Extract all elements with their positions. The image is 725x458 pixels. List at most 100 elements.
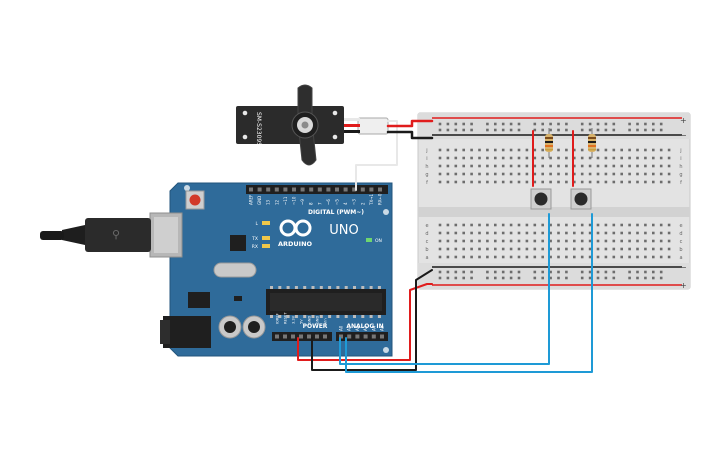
breadboard-rail-hole[interactable]: [596, 128, 600, 132]
breadboard-rail-hole[interactable]: [565, 128, 568, 132]
digital-pin-hole[interactable]: [378, 187, 382, 192]
breadboard-hole[interactable]: [565, 255, 568, 259]
breadboard-hole[interactable]: [438, 180, 442, 184]
breadboard-rail-hole[interactable]: [644, 270, 647, 274]
breadboard-hole[interactable]: [438, 247, 442, 251]
breadboard-rail-hole[interactable]: [549, 122, 552, 126]
breadboard-hole[interactable]: [454, 172, 458, 176]
breadboard-hole[interactable]: [667, 148, 671, 152]
breadboard-hole[interactable]: [557, 148, 560, 152]
breadboard-hole[interactable]: [541, 156, 544, 160]
breadboard-rail-hole[interactable]: [454, 270, 458, 274]
breadboard-hole[interactable]: [486, 148, 489, 152]
breadboard-hole[interactable]: [580, 172, 584, 176]
breadboard-hole[interactable]: [573, 231, 576, 235]
breadboard-hole[interactable]: [557, 255, 560, 259]
breadboard-rail-hole[interactable]: [438, 128, 442, 132]
breadboard-hole[interactable]: [470, 247, 473, 251]
breadboard-hole[interactable]: [533, 231, 537, 235]
breadboard-hole[interactable]: [565, 172, 568, 176]
breadboard-hole[interactable]: [533, 156, 537, 160]
breadboard-hole[interactable]: [438, 164, 442, 168]
breadboard-hole[interactable]: [517, 247, 521, 251]
breadboard-hole[interactable]: [501, 223, 505, 227]
breadboard-hole[interactable]: [509, 247, 513, 251]
breadboard-hole[interactable]: [494, 247, 497, 251]
breadboard-hole[interactable]: [525, 156, 529, 160]
breadboard-hole[interactable]: [446, 223, 450, 227]
pushbutton-1-cap[interactable]: [534, 192, 548, 206]
breadboard-hole[interactable]: [652, 239, 655, 243]
breadboard-rail-hole[interactable]: [652, 122, 655, 126]
breadboard-hole[interactable]: [604, 255, 608, 259]
breadboard-hole[interactable]: [659, 255, 663, 259]
breadboard-hole[interactable]: [470, 180, 473, 184]
breadboard-rail-hole[interactable]: [494, 128, 497, 132]
breadboard-rail-hole[interactable]: [652, 276, 655, 280]
breadboard-rail-hole[interactable]: [533, 128, 537, 132]
breadboard-rail-hole[interactable]: [494, 122, 497, 126]
breadboard-hole[interactable]: [573, 255, 576, 259]
breadboard-hole[interactable]: [565, 239, 568, 243]
breadboard-hole[interactable]: [533, 148, 537, 152]
digital-pin-hole[interactable]: [309, 187, 314, 192]
breadboard-hole[interactable]: [454, 180, 458, 184]
breadboard-rail-hole[interactable]: [565, 270, 568, 274]
breadboard-hole[interactable]: [580, 164, 584, 168]
analog-pin-hole[interactable]: [380, 334, 384, 339]
breadboard-hole[interactable]: [628, 239, 631, 243]
digital-pin-hole[interactable]: [343, 187, 348, 192]
breadboard-hole[interactable]: [525, 164, 529, 168]
breadboard-rail-hole[interactable]: [462, 276, 465, 280]
breadboard-hole[interactable]: [644, 148, 647, 152]
breadboard-hole[interactable]: [659, 148, 663, 152]
breadboard-hole[interactable]: [659, 164, 663, 168]
digital-pin-hole[interactable]: [292, 187, 296, 192]
wires[interactable]: [297, 119, 593, 373]
power-pin-hole[interactable]: [299, 334, 303, 339]
breadboard-rail-hole[interactable]: [604, 270, 608, 274]
breadboard-hole[interactable]: [549, 172, 552, 176]
breadboard-hole[interactable]: [494, 180, 497, 184]
breadboard-rail-hole[interactable]: [612, 270, 616, 274]
breadboard-hole[interactable]: [541, 255, 544, 259]
breadboard-rail-hole[interactable]: [659, 270, 663, 274]
breadboard-hole[interactable]: [525, 255, 529, 259]
breadboard-hole[interactable]: [517, 164, 521, 168]
breadboard-hole[interactable]: [525, 247, 529, 251]
breadboard-hole[interactable]: [580, 247, 584, 251]
breadboard-hole[interactable]: [628, 148, 631, 152]
breadboard-hole[interactable]: [604, 156, 608, 160]
breadboard-hole[interactable]: [659, 239, 663, 243]
breadboard-hole[interactable]: [486, 255, 489, 259]
breadboard-rail-hole[interactable]: [486, 128, 489, 132]
breadboard-hole[interactable]: [525, 223, 529, 227]
breadboard-rail-hole[interactable]: [612, 276, 616, 280]
breadboard-hole[interactable]: [636, 164, 639, 168]
breadboard-hole[interactable]: [501, 156, 505, 160]
breadboard-hole[interactable]: [604, 239, 608, 243]
wire-servo-ground[interactable]: [386, 130, 434, 140]
breadboard-rail-hole[interactable]: [557, 276, 560, 280]
breadboard-hole[interactable]: [525, 148, 529, 152]
breadboard-hole[interactable]: [454, 231, 458, 235]
breadboard-hole[interactable]: [517, 223, 521, 227]
breadboard-hole[interactable]: [525, 239, 529, 243]
breadboard-hole[interactable]: [509, 156, 513, 160]
breadboard-hole[interactable]: [636, 172, 639, 176]
breadboard-rail-hole[interactable]: [501, 122, 505, 126]
breadboard-hole[interactable]: [438, 148, 442, 152]
breadboard-hole[interactable]: [478, 231, 481, 235]
breadboard-hole[interactable]: [470, 223, 473, 227]
breadboard-hole[interactable]: [588, 247, 592, 251]
digital-pin-hole[interactable]: [274, 187, 279, 192]
pushbutton-2-cap[interactable]: [574, 192, 588, 206]
breadboard-hole[interactable]: [620, 148, 623, 152]
digital-pin-hole[interactable]: [369, 187, 374, 192]
breadboard-hole[interactable]: [557, 180, 560, 184]
breadboard-hole[interactable]: [628, 156, 631, 160]
breadboard-rail-hole[interactable]: [462, 128, 465, 132]
breadboard-hole[interactable]: [486, 239, 489, 243]
breadboard-hole[interactable]: [573, 223, 576, 227]
breadboard-hole[interactable]: [620, 239, 623, 243]
